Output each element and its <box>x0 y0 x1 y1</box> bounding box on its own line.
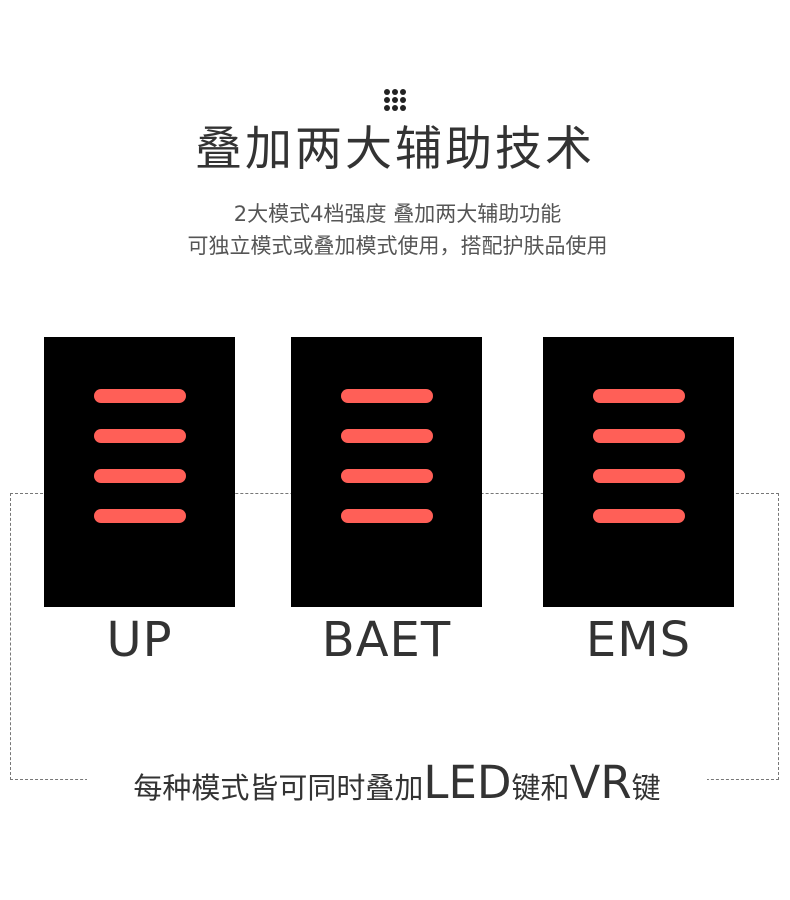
dots-grid-icon <box>384 89 406 111</box>
mode-label-ems: EMS <box>585 612 692 668</box>
mode-label-baet: BAET <box>321 612 452 668</box>
caption-led: LED <box>423 756 512 809</box>
intensity-bar-icon <box>593 389 685 403</box>
intensity-bar-icon <box>94 389 186 403</box>
intensity-bar-icon <box>593 509 685 523</box>
page-title: 叠加两大辅助技术 <box>195 122 595 177</box>
intensity-bar-icon <box>94 429 186 443</box>
mode-card-baet <box>291 337 482 607</box>
intensity-bar-icon <box>341 429 433 443</box>
mode-card-up <box>44 337 235 607</box>
intensity-bar-icon <box>593 429 685 443</box>
intensity-bar-icon <box>94 509 186 523</box>
mode-label-up: UP <box>106 612 173 668</box>
caption-vr: VR <box>569 756 632 809</box>
mode-card-ems <box>543 337 734 607</box>
caption-part-1: 每种模式皆可同时叠加 <box>133 771 424 805</box>
intensity-bar-icon <box>341 389 433 403</box>
intensity-bar-icon <box>341 469 433 483</box>
subtitle-line-1: 2大模式4档强度 叠加两大辅助功能 <box>233 202 562 226</box>
caption-part-3: 键 <box>631 771 661 805</box>
intensity-bar-icon <box>94 469 186 483</box>
intensity-bar-icon <box>593 469 685 483</box>
subtitle-line-2: 可独立模式或叠加模式使用，搭配护肤品使用 <box>187 234 608 258</box>
caption-part-2: 键和 <box>511 771 570 805</box>
intensity-bar-icon <box>341 509 433 523</box>
bottom-caption: 每种模式皆可同时叠加 LED 键和 VR 键 <box>87 752 707 808</box>
